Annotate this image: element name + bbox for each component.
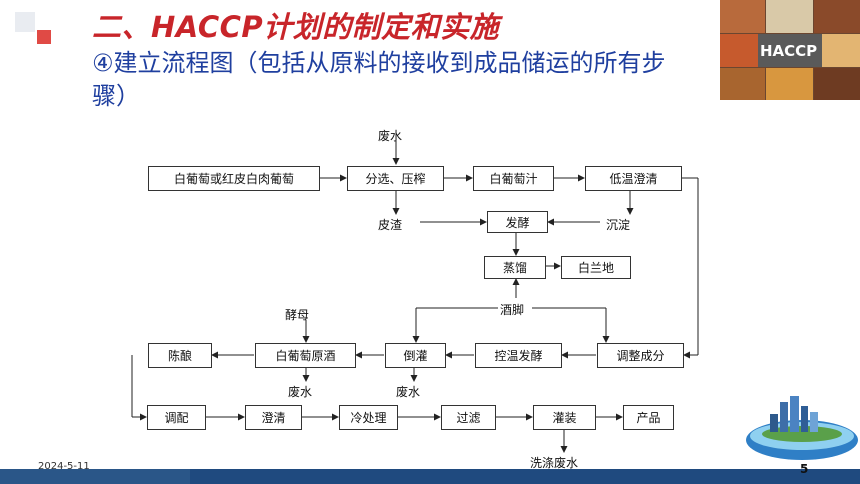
node-blend: 调配 — [147, 405, 206, 430]
node-bottling: 灌装 — [533, 405, 596, 430]
footer-date: 2024-5-11 — [38, 461, 90, 472]
node-adjust-composition: 调整成分 — [597, 343, 684, 368]
label-wash-water: 洗涤废水 — [530, 456, 579, 470]
label-yeast: 酵母 — [285, 308, 310, 322]
haccp-badge-label: HACCP — [760, 42, 818, 60]
footer-bar-accent — [0, 469, 190, 484]
node-raw-grapes: 白葡萄或红皮白肉葡萄 — [148, 166, 320, 191]
footer-bar — [0, 469, 860, 484]
node-clarify: 澄清 — [245, 405, 302, 430]
node-cold-treatment: 冷处理 — [339, 405, 398, 430]
node-aging: 陈酿 — [148, 343, 212, 368]
slide-title: 二、HACCP计划的制定和实施 — [92, 10, 500, 44]
slide-subtitle: ④建立流程图（包括从原料的接收到成品储运的所有步骤） — [92, 49, 666, 110]
label-sediment: 沉淀 — [606, 218, 631, 232]
label-waste-water-top: 废水 — [378, 129, 403, 143]
city-globe-illustration — [746, 396, 858, 460]
node-product: 产品 — [623, 405, 674, 430]
node-white-juice: 白葡萄汁 — [473, 166, 554, 191]
node-filter: 过滤 — [441, 405, 496, 430]
decor-square-red — [37, 30, 51, 44]
node-ferment: 发酵 — [487, 211, 548, 233]
node-distill: 蒸馏 — [484, 256, 546, 279]
node-brandy: 白兰地 — [561, 256, 631, 279]
food-photo-collage: HACCP — [720, 0, 860, 100]
node-sort-press: 分选、压榨 — [347, 166, 444, 191]
node-temp-ferment: 控温发酵 — [475, 343, 562, 368]
label-waste-water-2: 废水 — [396, 385, 421, 399]
page-number: 5 — [800, 462, 809, 476]
label-wine-lees: 酒脚 — [500, 303, 525, 317]
label-waste-water-1: 废水 — [288, 385, 313, 399]
node-base-wine: 白葡萄原酒 — [255, 343, 356, 368]
node-low-temp-clarify: 低温澄清 — [585, 166, 682, 191]
decor-square-gray — [15, 12, 35, 32]
label-pomace: 皮渣 — [378, 218, 403, 232]
node-racking: 倒灌 — [385, 343, 446, 368]
